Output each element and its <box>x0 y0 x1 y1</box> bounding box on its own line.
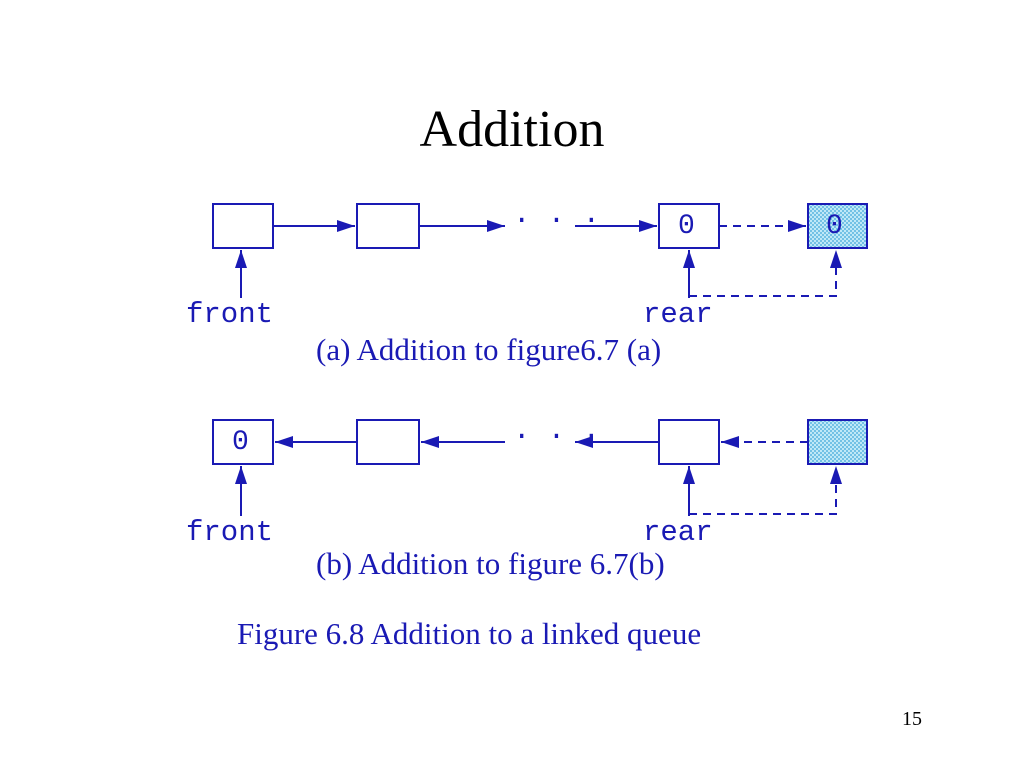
figure-caption: Figure 6.8 Addition to a linked queue <box>237 616 701 651</box>
ellipsis-b: . . . <box>513 414 600 447</box>
ellipsis-a: . . . <box>513 198 600 231</box>
node-a-rear <box>658 203 720 249</box>
front-label-a: front <box>186 298 273 331</box>
node-b-front-value: 0 <box>232 427 249 458</box>
node-a2 <box>356 203 420 249</box>
node-b-new <box>807 419 868 465</box>
rear-label-a: rear <box>643 298 713 331</box>
rear-label-b: rear <box>643 516 713 549</box>
diagram-a <box>212 203 868 298</box>
front-label-b: front <box>186 516 273 549</box>
linked-queue-figure: 0 0 . . . front rear (a) Addition to fig… <box>186 198 868 651</box>
caption-b: (b) Addition to figure 6.7(b) <box>316 546 665 581</box>
node-a-rear-value: 0 <box>678 211 695 242</box>
node-a1 <box>212 203 274 249</box>
node-a-new-value: 0 <box>826 211 843 242</box>
node-b-rear <box>658 419 720 465</box>
node-a-new <box>807 203 868 249</box>
slide-title: Addition <box>419 101 605 158</box>
page-number: 15 <box>902 708 922 730</box>
caption-a: (a) Addition to figure6.7 (a) <box>316 332 661 367</box>
node-b-front <box>212 419 274 465</box>
pointer-rear-a-new <box>689 250 842 297</box>
pointer-rear-b-new <box>689 466 842 515</box>
diagram-b <box>212 419 868 516</box>
node-b2 <box>356 419 420 465</box>
